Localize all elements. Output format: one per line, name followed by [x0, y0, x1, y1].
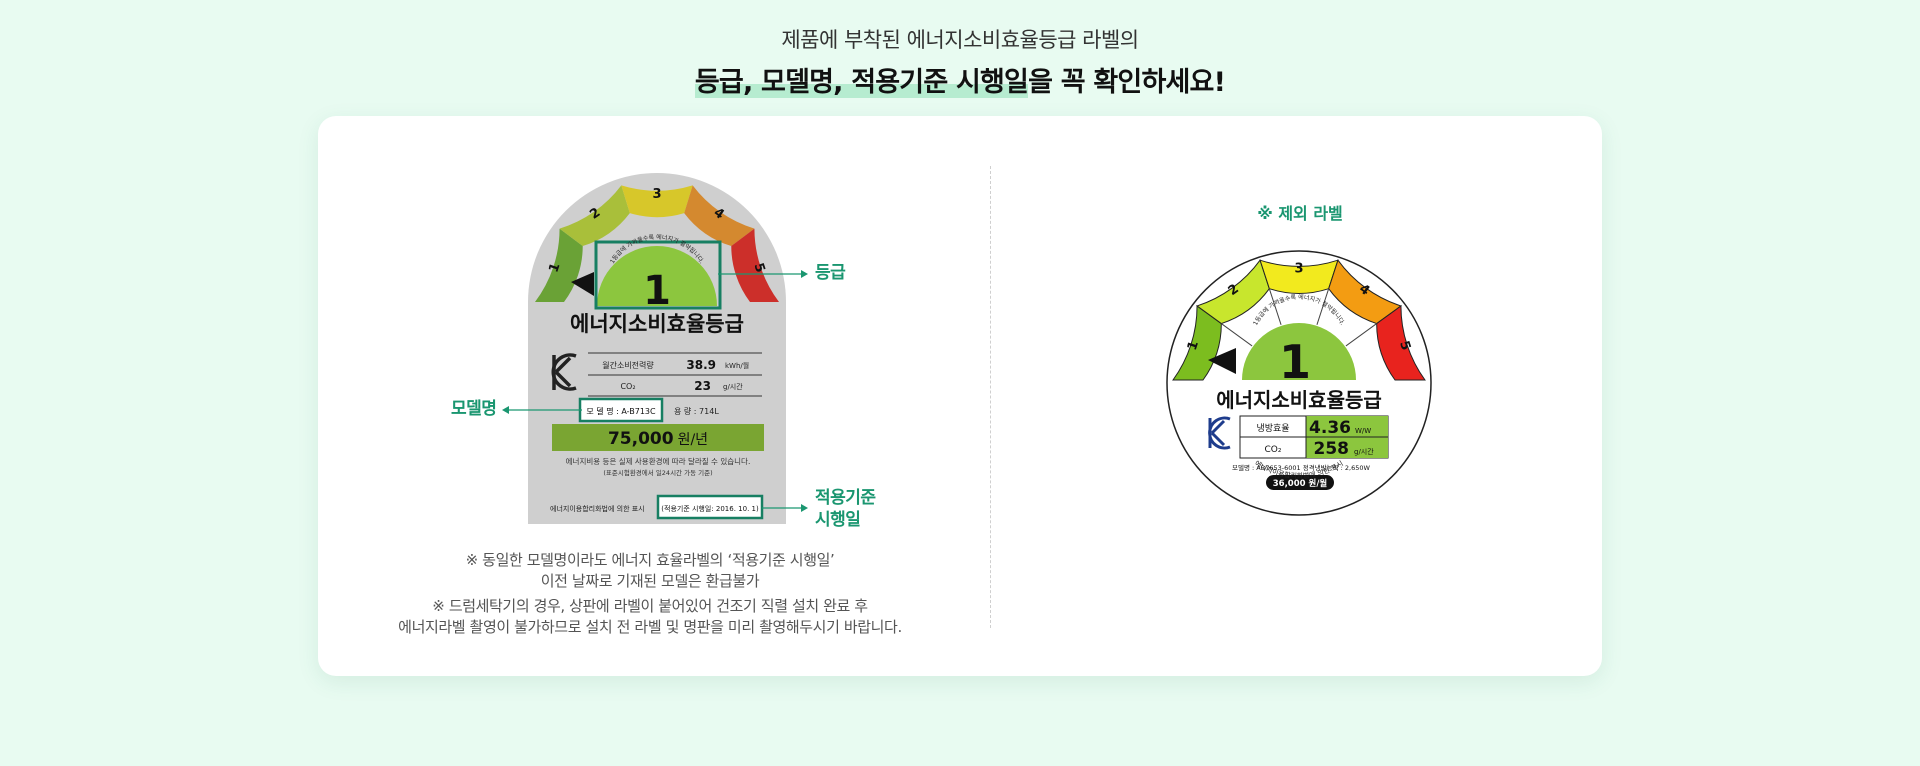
label-title: 에너지소비효율등급: [570, 312, 744, 336]
current-grade: 1: [1279, 335, 1311, 389]
grade-number-3: 3: [652, 187, 661, 202]
gauge-spoke: [1345, 323, 1377, 347]
capacity-text: 용 량 : 714L: [674, 406, 719, 416]
grade-indicator-fill: [597, 246, 717, 306]
grade-segment-5: [731, 228, 779, 302]
cost-value: 75,000: [608, 429, 674, 449]
row2-label: CO₂: [1265, 445, 1282, 455]
grade-number-1: 1: [1185, 339, 1202, 352]
label-title: 에너지소비효율등급: [1216, 388, 1382, 412]
excluded-label-caption: ※ 제외 라벨: [1257, 204, 1343, 223]
cost-unit: 원/년: [678, 432, 708, 448]
callout-model: 모델명: [451, 399, 497, 419]
label-footer-law: 에너지이용합리화법에 의한 표시: [550, 504, 645, 513]
row1-label: 냉방효율: [1256, 423, 1289, 434]
notes: ※ 동일한 모델명이라도 에너지 효율라벨의 ‘적용기준 시행일’ 이전 날짜로…: [380, 550, 920, 638]
grade-segments: [1172, 259, 1426, 381]
kc-mark-icon: [551, 353, 577, 391]
row1-value: 38.9: [686, 358, 716, 372]
row2-unit: g/시간: [1354, 447, 1374, 456]
card-divider: [990, 166, 991, 628]
note-line1: ※ 동일한 모델명이라도 에너지 효율라벨의 ‘적용기준 시행일’: [465, 551, 835, 569]
gauge-spoke: [1268, 288, 1282, 325]
note-line2: 이전 날짜로 기재된 모델은 환급불가: [540, 572, 760, 590]
row1-label: 월간소비전력량: [602, 360, 654, 370]
note-line4: 에너지라벨 촬영이 불가하므로 설치 전 라벨 및 명판을 미리 촬영해두시기 …: [398, 618, 902, 636]
grade-number-1: 1: [547, 261, 564, 274]
grade-segment-2: [559, 185, 630, 247]
label-note1: 에너지비용 등은 실제 사용환경에 따라 달라질 수 있습니다.: [566, 456, 751, 466]
grade-number-3: 3: [1294, 262, 1303, 277]
heading-highlight: 등급, 모델명, 적용기준 시행일: [694, 67, 1029, 98]
kc-mark-icon: [1208, 416, 1231, 450]
grade-segment-4: [684, 185, 755, 247]
label-footer-date: (적용기준 시행일: 2016. 10. 1): [661, 504, 759, 513]
heading-rest: 을 꼭 확인하세요!: [1028, 67, 1226, 98]
grade-segment-3: [621, 185, 693, 218]
row2-label: CO₂: [620, 382, 635, 391]
callout-date-line2: 시행일: [815, 510, 861, 530]
callout-date-line1: 적용기준: [815, 488, 876, 508]
row1-unit: kWh/월: [725, 361, 749, 370]
grade-number-5: 5: [1396, 339, 1413, 352]
row2-value: 258: [1314, 439, 1350, 459]
row1-value: 4.36: [1309, 418, 1351, 438]
page-heading: 제품에 부착된 에너지소비효율등급 라벨의 등급, 모델명, 적용기준 시행일을…: [0, 24, 1920, 99]
grade-segments: [535, 185, 779, 302]
cost-bar: [552, 424, 764, 451]
grade-number-5: 5: [750, 261, 767, 274]
grade-pointer-icon: [571, 272, 594, 296]
model-text: 모 델 명 : A-B713C: [586, 406, 656, 416]
heading-line2: 등급, 모델명, 적용기준 시행일을 꼭 확인하세요!: [0, 60, 1920, 99]
label-note2: (표준시험환경에서 일24시간 가동 기준): [603, 468, 712, 477]
grade-indicator-fill: [1242, 323, 1356, 380]
grade-segment-5: [1376, 304, 1426, 381]
grade-indicator-box: [594, 240, 722, 310]
grade-pointer-icon: [1208, 348, 1236, 374]
callout-date: 적용기준 시행일: [815, 487, 876, 531]
row2-value: 23: [694, 379, 711, 393]
grade-segment-1: [535, 228, 583, 302]
gauge-spoke: [1221, 323, 1253, 347]
callout-grade: 등급: [815, 263, 846, 283]
note-line3: ※ 드럼세탁기의 경우, 상판에 라벨이 붙어있어 건조기 직렬 설치 완료 후: [432, 597, 868, 615]
row1-unit: W/W: [1355, 427, 1371, 435]
gauge-spoke: [1316, 288, 1330, 325]
current-grade: 1: [643, 268, 671, 314]
cost-text: 36,000 원/월: [1273, 478, 1328, 489]
heading-line1: 제품에 부착된 에너지소비효율등급 라벨의: [781, 28, 1139, 52]
cost-pill: [1266, 475, 1334, 490]
model-line: 모델명 : AB7653-6001 정격냉방능력 : 2,650W: [1232, 463, 1370, 472]
row2-unit: g/시간: [723, 382, 743, 391]
